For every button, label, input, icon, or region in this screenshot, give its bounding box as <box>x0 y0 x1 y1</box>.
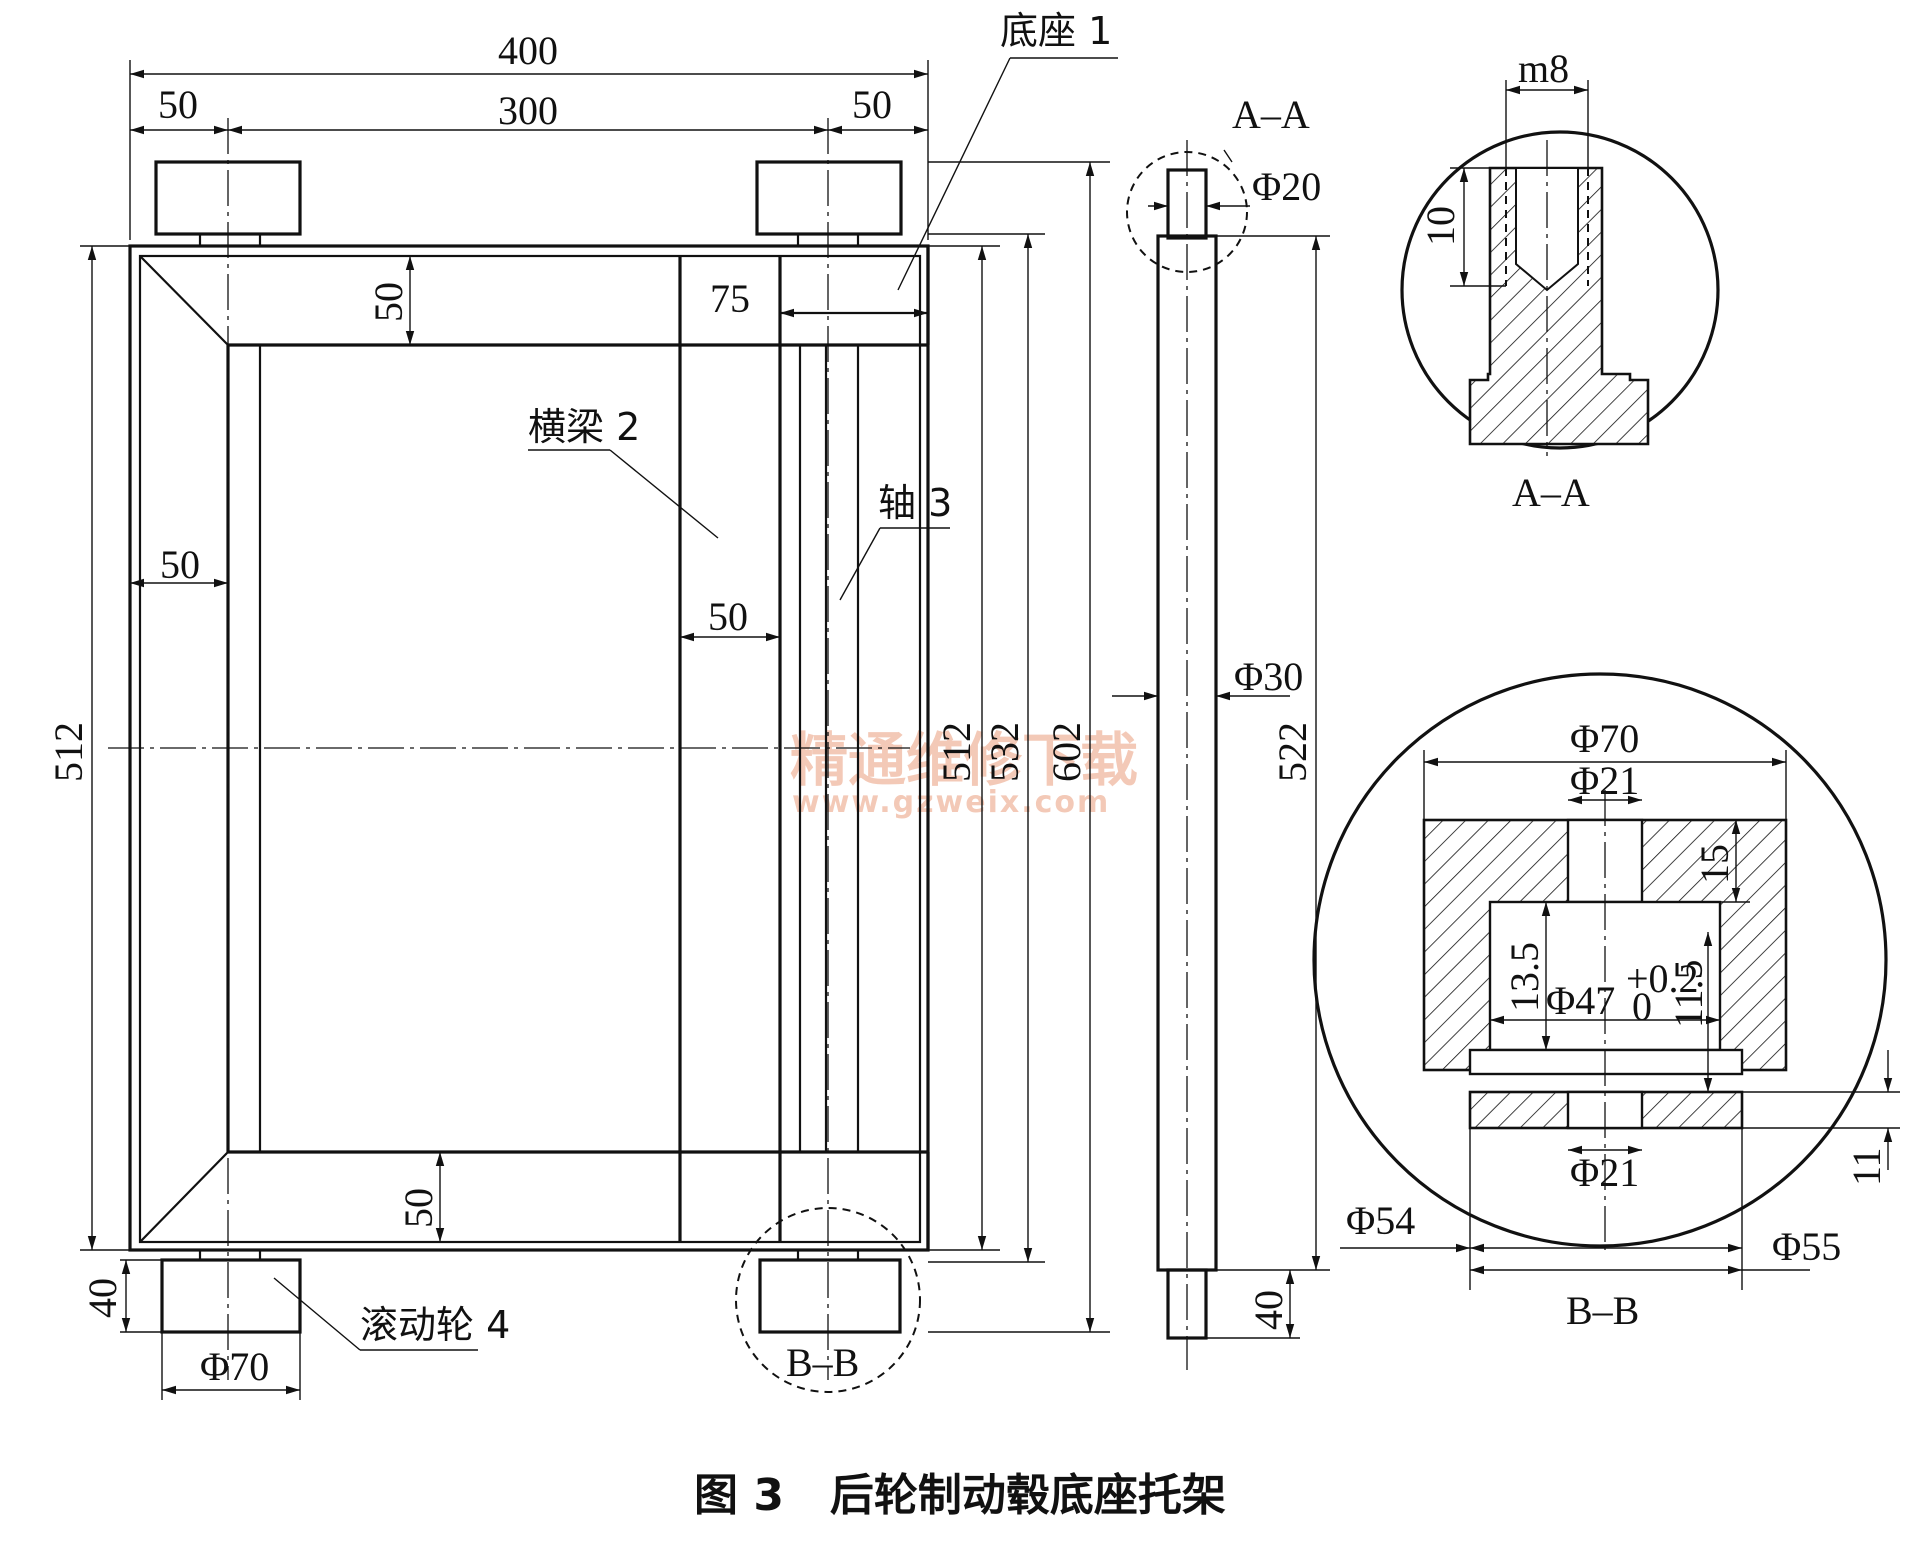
part-labels: 底座 1 横梁 2 轴 3 滚动轮 4 B–B <box>273 9 1118 1385</box>
section-aa-circle <box>1400 130 1720 450</box>
dim-bb-outer-dia: Φ70 <box>1570 716 1639 761</box>
label-part3: 轴 3 <box>878 481 952 525</box>
dim-bb-top-depth: 15 <box>1692 844 1737 884</box>
label-section-aa: A–A <box>1232 92 1310 137</box>
dim-shaft-length: 522 <box>1270 722 1315 782</box>
dim-bb-cavity-dia: Φ47 <box>1546 978 1615 1023</box>
front-dimensions: 400 50 300 50 50 75 50 50 50 512 512 532… <box>46 28 1110 1400</box>
dim-base-width: 75 <box>710 276 750 321</box>
dim-top-depth: 50 <box>366 282 411 322</box>
section-aa: m8 10 A–A <box>1400 46 1720 515</box>
label-section-bb-bottom: B–B <box>1566 1288 1639 1333</box>
dim-height-512-inner: 512 <box>934 722 979 782</box>
label-part4: 滚动轮 4 <box>360 1303 510 1347</box>
dim-left-depth: 50 <box>160 542 200 587</box>
dim-bb-dia-54: Φ54 <box>1346 1198 1415 1243</box>
detail-circle-aa <box>1126 151 1248 273</box>
frame-inner-outline <box>138 254 922 1244</box>
section-bb: Φ70 Φ21 15 13.5 Φ47 +0.2 0 11.5 11 Φ21 Φ… <box>1312 672 1900 1333</box>
dim-bb-cavity-depth: 13.5 <box>1502 942 1547 1012</box>
dim-bb-dia-55: Φ55 <box>1772 1224 1841 1269</box>
watermark-url: www.gzweix.com <box>792 785 1110 820</box>
wheel-bottom-right <box>758 1258 902 1334</box>
shaft-view: A–A Φ20 Φ30 522 40 <box>1112 92 1330 1370</box>
dim-shaft-end-len: 40 <box>1246 1290 1291 1330</box>
dim-bb-bottom-hole: Φ21 <box>1570 1150 1639 1195</box>
dim-bb-inner-depth: 11.5 <box>1666 959 1711 1028</box>
dim-right-offset: 50 <box>852 82 892 127</box>
watermark-title: 精通维修下载 <box>790 726 1138 794</box>
section-aa-body <box>1468 166 1650 446</box>
dim-bb-tol-upper: +0.2 <box>1626 956 1699 1001</box>
dim-bottom-depth: 50 <box>396 1188 441 1228</box>
dim-center-span: 300 <box>498 88 558 133</box>
dim-thread: m8 <box>1518 46 1569 91</box>
dim-bb-washer: 11 <box>1844 1147 1889 1186</box>
dim-shaft-dia: Φ30 <box>1234 654 1303 699</box>
watermark: 精通维修下载 www.gzweix.com <box>790 726 1138 820</box>
dim-height-512: 512 <box>46 722 91 782</box>
dim-shaft-end-dia: Φ20 <box>1252 164 1321 209</box>
label-part1: 底座 1 <box>1000 9 1112 53</box>
dim-bb-top-hole: Φ21 <box>1570 758 1639 803</box>
wheel-bottom-left <box>160 1258 302 1334</box>
dim-wheel-height: 40 <box>80 1278 125 1318</box>
dim-overall-width: 400 <box>498 28 558 73</box>
dim-bb-tol-lower: 0 <box>1632 984 1652 1029</box>
dim-left-offset: 50 <box>158 82 198 127</box>
dim-beam-width: 50 <box>708 594 748 639</box>
dim-height-532: 532 <box>982 722 1027 782</box>
label-section-aa-bottom: A–A <box>1512 470 1590 515</box>
figure-caption: 图 3 后轮制动毂底座托架 <box>694 1470 1226 1521</box>
detail-circle-bb <box>735 1207 921 1393</box>
dim-height-602: 602 <box>1044 722 1089 782</box>
dim-wheel-dia: Φ70 <box>200 1344 269 1389</box>
label-part2: 横梁 2 <box>528 405 640 449</box>
dim-thread-depth: 10 <box>1418 206 1463 246</box>
wheel-top-right <box>755 160 903 236</box>
label-detail-bb: B–B <box>786 1340 859 1385</box>
